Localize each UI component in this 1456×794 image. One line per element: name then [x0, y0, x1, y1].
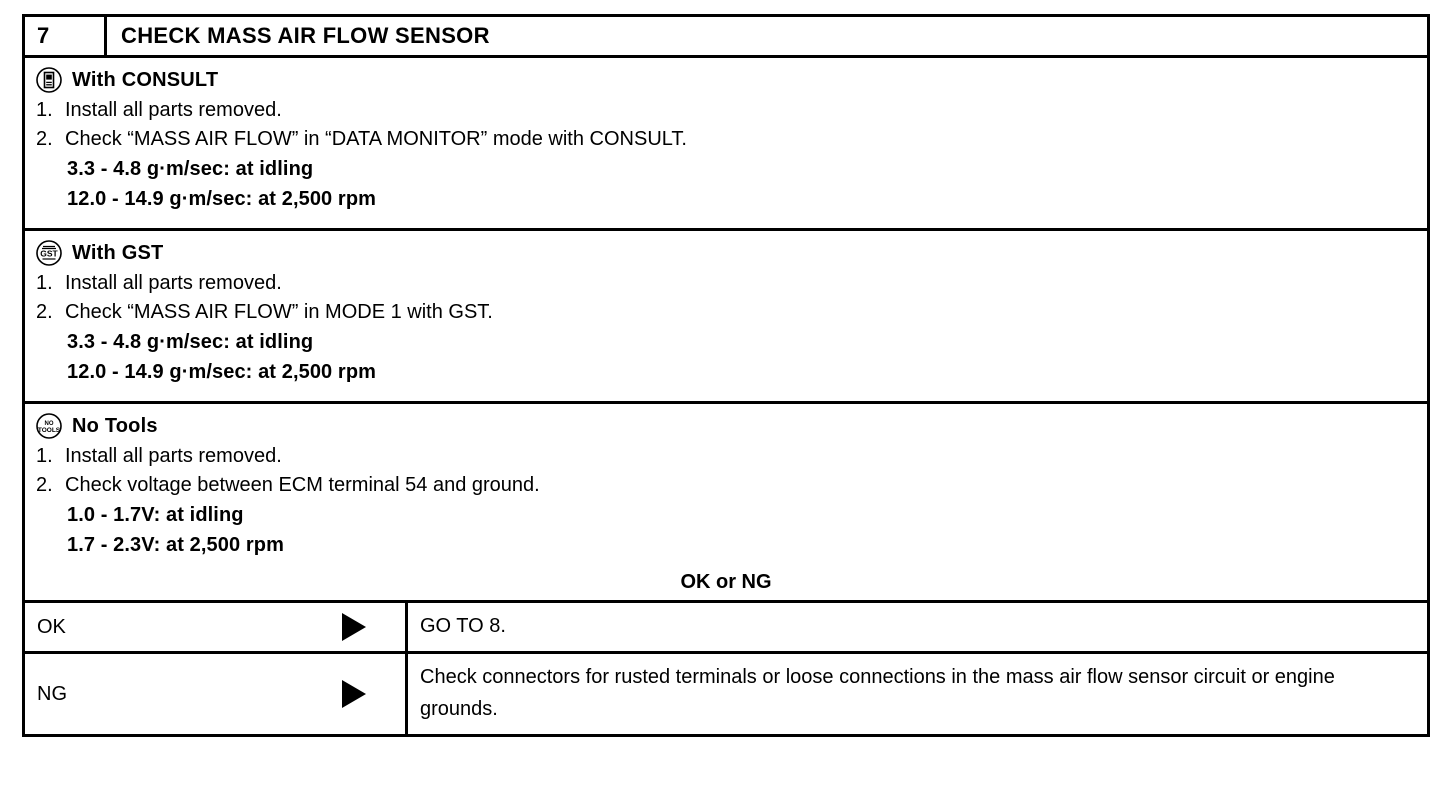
method-step-item: 1. Install all parts removed. [25, 442, 1427, 471]
result-label-ok: OK [37, 615, 66, 638]
method-label-gst: With GST [72, 241, 164, 264]
spec-value: 3.3 - 4.8 g·m/sec: at idling [67, 158, 314, 180]
arrow-right-icon [342, 680, 366, 708]
result-action-cell-ok: GO TO 8. [408, 603, 1427, 651]
method-step-item: 2. Check voltage between ECM terminal 54… [25, 471, 1427, 500]
step-text: Install all parts removed. [65, 445, 282, 467]
result-row-ok: OK GO TO 8. [25, 603, 1427, 654]
method-block-consult: With CONSULT 1. Install all parts remove… [25, 58, 1427, 231]
step-title-cell: CHECK MASS AIR FLOW SENSOR [121, 23, 490, 48]
step-marker: 1. [36, 272, 53, 294]
step-text: Check voltage between ECM terminal 54 an… [65, 474, 540, 496]
result-action-ok: GO TO 8. [420, 615, 506, 637]
step-text: Install all parts removed. [65, 272, 282, 294]
svg-text:GST: GST [40, 249, 58, 259]
method-label-no-tools: No Tools [72, 414, 158, 437]
step-text: Check “MASS AIR FLOW” in MODE 1 with GST… [65, 301, 493, 323]
step-marker: 1. [36, 99, 53, 121]
gst-tool-icon: GST [35, 239, 63, 267]
decision-label: OK or NG [680, 570, 772, 593]
method-step-item: 1. Install all parts removed. [25, 96, 1427, 125]
spec-value: 12.0 - 14.9 g·m/sec: at 2,500 rpm [67, 361, 377, 383]
step-text: Install all parts removed. [65, 99, 282, 121]
svg-text:NO: NO [45, 421, 54, 427]
method-step-item: 2. Check “MASS AIR FLOW” in “DATA MONITO… [25, 125, 1427, 154]
spec-value: 1.7 - 2.3V: at 2,500 rpm [67, 534, 284, 556]
step-marker: 2. [36, 128, 53, 150]
method-heading-no-tools: NO TOOLS No Tools [25, 413, 1427, 439]
result-label-cell-ok: OK [25, 603, 408, 651]
step-number-cell: 7 [25, 17, 107, 55]
method-block-no-tools: NO TOOLS No Tools 1. Install all parts r… [25, 404, 1427, 564]
result-action-ng: Check connectors for rusted terminals or… [420, 666, 1335, 720]
result-row-ng: NG Check connectors for rusted terminals… [25, 654, 1427, 734]
spec-value: 12.0 - 14.9 g·m/sec: at 2,500 rpm [67, 188, 377, 210]
spec-value: 1.0 - 1.7V: at idling [67, 504, 244, 526]
svg-text:TOOLS: TOOLS [38, 427, 61, 434]
arrow-right-icon [342, 613, 366, 641]
method-heading-consult: With CONSULT [25, 67, 1427, 93]
step-marker: 2. [36, 301, 53, 323]
no-tools-icon: NO TOOLS [35, 412, 63, 440]
decision-row: OK or NG [25, 564, 1427, 603]
step-marker: 1. [36, 445, 53, 467]
method-step-item: 1. Install all parts removed. [25, 269, 1427, 298]
diagnostic-step-table: 7 CHECK MASS AIR FLOW SENSOR With CONSUL… [22, 14, 1430, 737]
result-label-cell-ng: NG [25, 654, 408, 734]
spec-value: 3.3 - 4.8 g·m/sec: at idling [67, 331, 314, 353]
consult-tool-icon [35, 66, 63, 94]
method-label-consult: With CONSULT [72, 68, 219, 91]
method-heading-gst: GST With GST [25, 240, 1427, 266]
step-text: Check “MASS AIR FLOW” in “DATA MONITOR” … [65, 128, 687, 150]
result-action-cell-ng: Check connectors for rusted terminals or… [408, 654, 1427, 734]
result-label-ng: NG [37, 682, 67, 705]
method-step-item: 2. Check “MASS AIR FLOW” in MODE 1 with … [25, 298, 1427, 327]
method-block-gst: GST With GST 1. Install all parts remove… [25, 231, 1427, 404]
step-header-row: 7 CHECK MASS AIR FLOW SENSOR [25, 17, 1427, 58]
step-marker: 2. [36, 474, 53, 496]
